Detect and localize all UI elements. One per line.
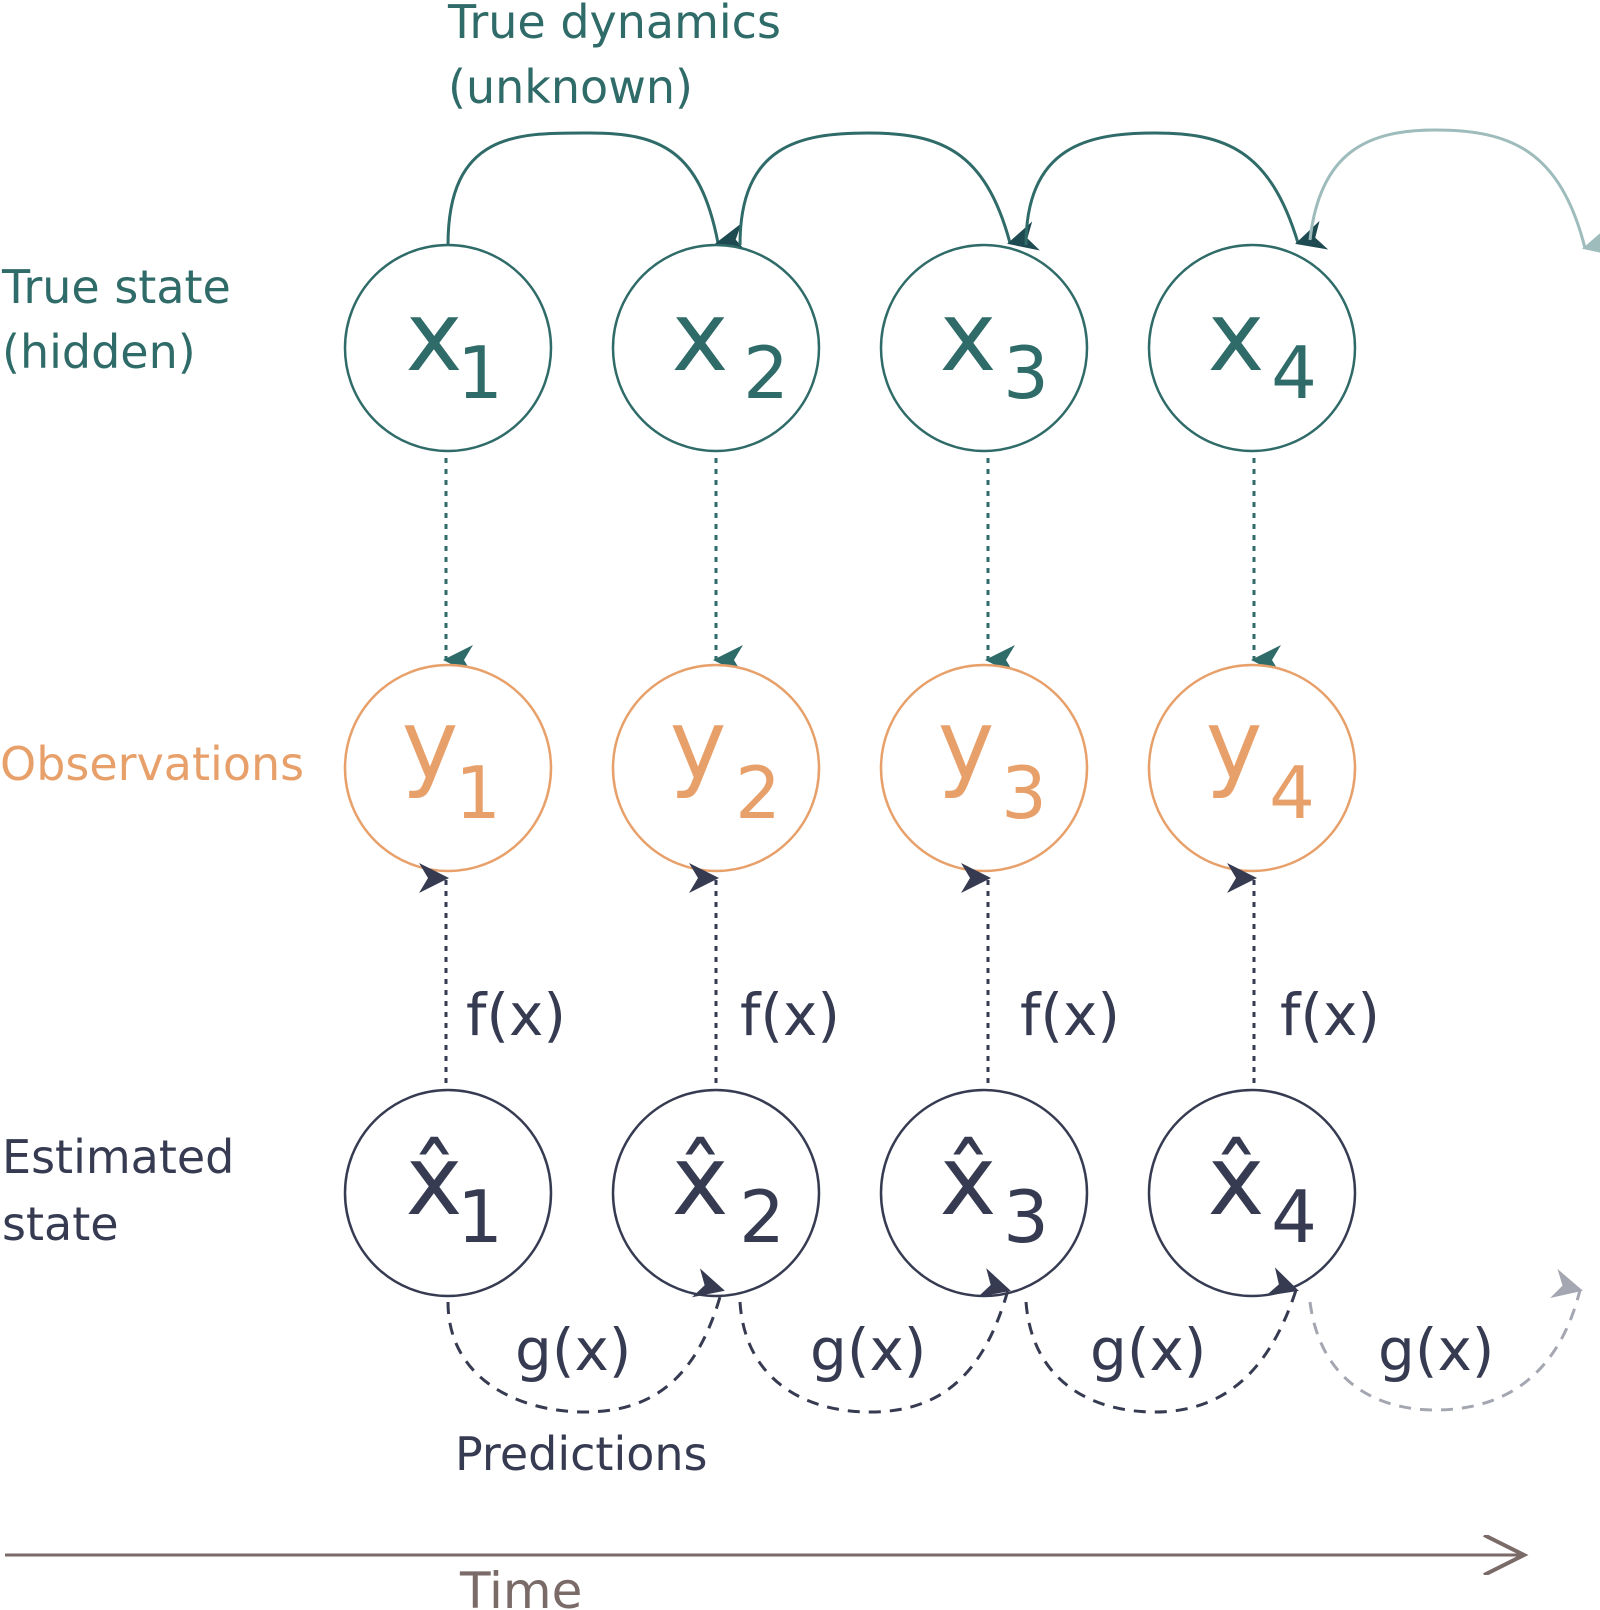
true-state-label-line1: True state — [1, 260, 231, 314]
observation-node-1: y 1 — [343, 663, 553, 873]
true-state-symbol: x — [1208, 281, 1265, 393]
observations-label: Observations — [0, 737, 304, 791]
estimate-symbol: x̂ — [672, 1125, 729, 1237]
observation-fn-label-4: f(x) — [1280, 981, 1380, 1049]
true-state-node-1: x 1 — [343, 243, 553, 453]
dynamics-arrow-4-next — [1308, 128, 1600, 256]
observation-fn-label-2: f(x) — [740, 981, 840, 1049]
estimate-subscript: 3 — [1003, 1175, 1049, 1259]
estimate-subscript: 1 — [457, 1175, 503, 1259]
true-state-label-line2: (hidden) — [2, 325, 196, 379]
true-state-node-2: x 2 — [611, 243, 821, 453]
estimate-subscript: 2 — [739, 1175, 785, 1259]
prediction-fn-label-4: g(x) — [1378, 1316, 1494, 1384]
prediction-fn-label-3: g(x) — [1090, 1316, 1206, 1384]
estimated-state-label-line1: Estimated — [2, 1130, 234, 1184]
observation-symbol: y — [1206, 689, 1263, 801]
dynamics-arrow-2-3 — [738, 131, 1040, 251]
true-state-subscript: 2 — [743, 331, 789, 415]
observation-symbol: y — [938, 689, 995, 801]
true-state-subscript: 4 — [1271, 331, 1317, 415]
true-state-symbol: x — [672, 281, 729, 393]
dynamics-arrow-3-4 — [1024, 131, 1329, 250]
observation-subscript: 3 — [1001, 751, 1047, 835]
prediction-arrow-2-3 — [738, 1268, 1011, 1414]
estimate-node-3: x̂ 3 — [879, 1088, 1089, 1298]
true-state-symbol: x — [406, 281, 463, 393]
true-state-node-4: x 4 — [1147, 243, 1357, 453]
observation-node-2: y 2 — [611, 663, 821, 873]
observation-subscript: 2 — [735, 751, 781, 835]
true-state-symbol: x — [940, 281, 997, 393]
observation-fn-label-1: f(x) — [466, 981, 566, 1049]
observation-fn-label-3: f(x) — [1020, 981, 1120, 1049]
estimate-symbol: x̂ — [940, 1125, 997, 1237]
prediction-arrow-1-2 — [446, 1268, 725, 1414]
estimate-symbol: x̂ — [1208, 1125, 1265, 1237]
time-label: Time — [459, 1562, 582, 1610]
true-state-subscript: 1 — [457, 331, 503, 415]
predictions-label: Predictions — [455, 1427, 707, 1481]
observation-node-4: y 4 — [1147, 663, 1357, 873]
true-state-node-3: x 3 — [879, 243, 1089, 453]
estimate-node-4: x̂ 4 — [1147, 1088, 1357, 1298]
true-state-subscript: 3 — [1003, 331, 1049, 415]
observation-node-3: y 3 — [879, 663, 1089, 873]
observation-subscript: 1 — [455, 751, 501, 835]
dynamics-label-line1: True dynamics — [447, 0, 781, 49]
estimate-node-1: x̂ 1 — [343, 1088, 553, 1298]
observation-subscript: 4 — [1269, 751, 1315, 835]
estimate-node-2: x̂ 2 — [611, 1088, 821, 1298]
prediction-arrow-3-4 — [1024, 1267, 1299, 1414]
prediction-arrow-4-next — [1308, 1268, 1583, 1412]
estimate-symbol: x̂ — [406, 1125, 463, 1237]
estimated-state-label-line2: state — [2, 1197, 119, 1251]
dynamics-arrow-1-2 — [446, 131, 748, 253]
prediction-fn-label-1: g(x) — [515, 1316, 631, 1384]
observation-symbol: y — [402, 689, 459, 801]
estimate-subscript: 4 — [1271, 1175, 1317, 1259]
prediction-fn-label-2: g(x) — [810, 1316, 926, 1384]
dynamics-label-line2: (unknown) — [448, 60, 693, 114]
observation-symbol: y — [670, 689, 727, 801]
